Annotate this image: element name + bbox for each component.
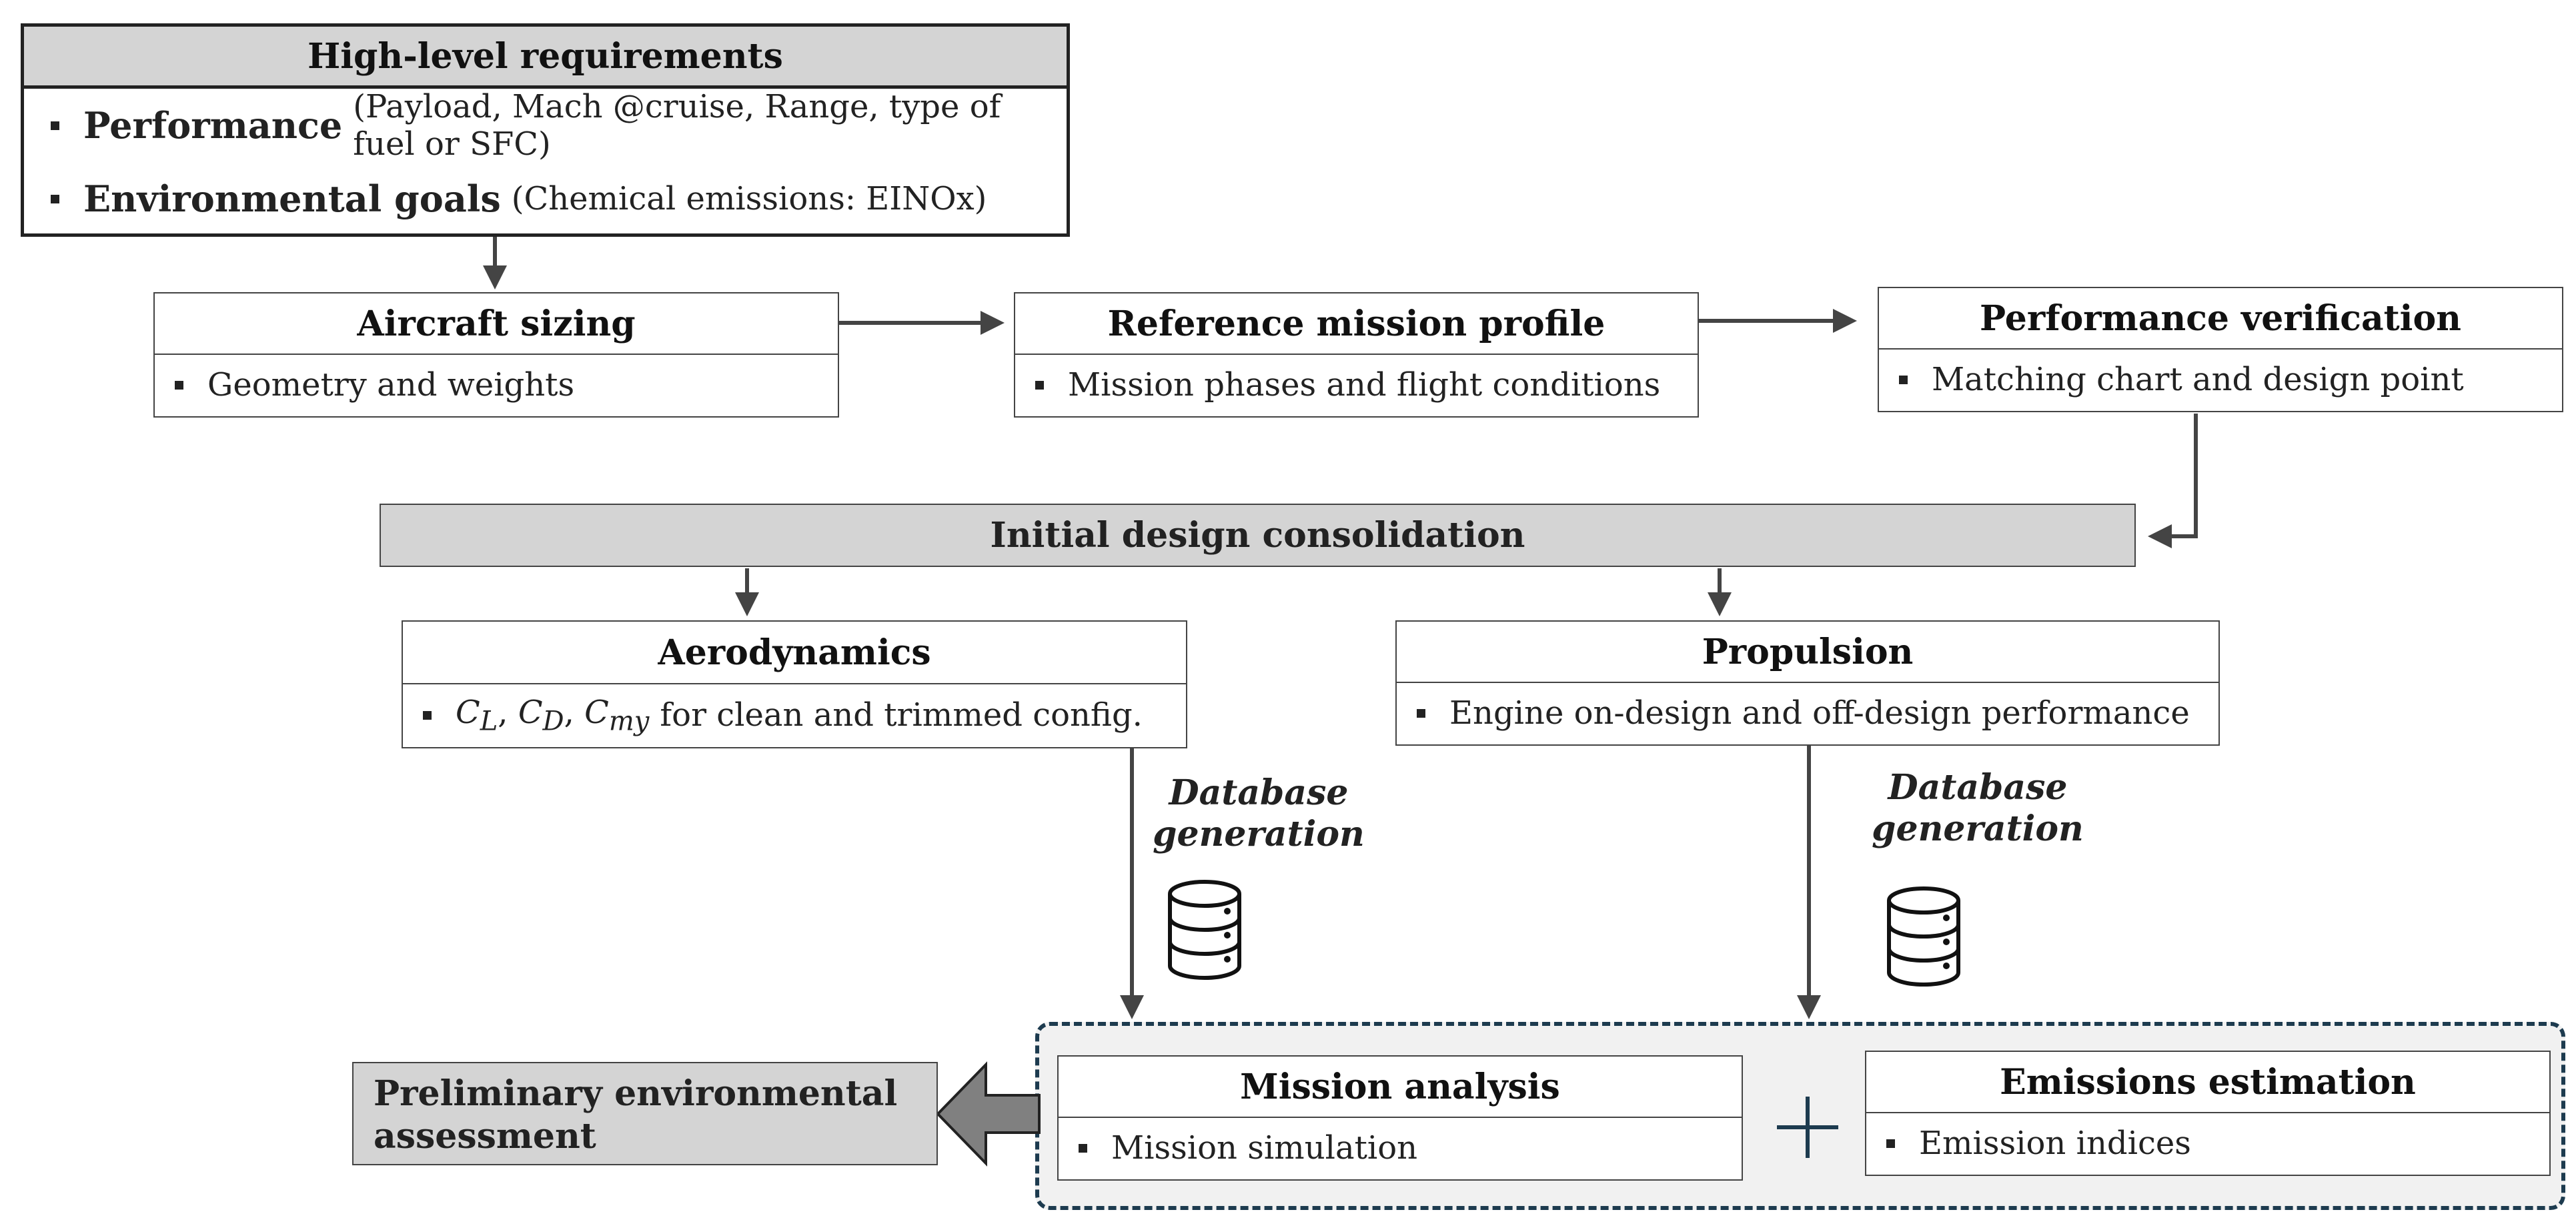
propulsion-item: Engine on-design and off-design performa…: [1397, 683, 2218, 743]
database-generation-label-right: Database generation: [1872, 767, 2084, 849]
cmy-symbol: C: [584, 693, 609, 731]
database-generation-label-left: Database generation: [1153, 772, 1365, 854]
performance-verification-item-text: Matching chart and design point: [1932, 361, 2464, 398]
bullet-icon: [1079, 1143, 1087, 1153]
bullet-icon: [1886, 1139, 1895, 1148]
bullet-icon: [1899, 375, 1908, 384]
emissions-estimation-item: Emission indices: [1866, 1113, 2549, 1173]
cl-subscript: L: [480, 706, 498, 737]
performance-label: Performance: [83, 104, 343, 147]
aerodynamics-box: Aerodynamics CL, CD, Cmy for clean and t…: [402, 620, 1187, 748]
reference-mission-item: Mission phases and flight conditions: [1015, 355, 1698, 415]
performance-verification-box: Performance verification Matching chart …: [1878, 287, 2563, 412]
cd-subscript: D: [542, 706, 564, 737]
emissions-estimation-title: Emissions estimation: [1866, 1052, 2549, 1113]
aerodynamics-item-text: for clean and trimmed config.: [660, 696, 1143, 734]
initial-design-consolidation-band: Initial design consolidation: [380, 504, 2136, 567]
aero-coefficients: CL, CD, Cmy: [456, 693, 650, 737]
bullet-icon: [1417, 708, 1425, 718]
preliminary-environmental-assessment-box: Preliminary environmental assessment: [352, 1062, 938, 1165]
bullet-icon: [51, 121, 59, 130]
aerodynamics-title: Aerodynamics: [403, 622, 1186, 684]
database-icon: [1887, 886, 1960, 987]
cd-symbol: C: [518, 693, 543, 731]
mission-analysis-item: Mission simulation: [1059, 1118, 1742, 1178]
reference-mission-box: Reference mission profile Mission phases…: [1014, 292, 1699, 418]
aircraft-sizing-box: Aircraft sizing Geometry and weights: [153, 292, 839, 418]
environmental-label: Environmental goals: [83, 177, 501, 220]
bullet-icon: [423, 710, 432, 720]
reference-mission-item-text: Mission phases and flight conditions: [1068, 366, 1661, 404]
block-arrow-left-icon: [936, 1061, 1041, 1167]
cl-symbol: C: [456, 693, 480, 731]
performance-verification-title: Performance verification: [1879, 288, 2562, 350]
bullet-icon: [51, 194, 59, 203]
mission-analysis-box: Mission analysis Mission simulation: [1057, 1055, 1743, 1181]
performance-verification-item: Matching chart and design point: [1879, 350, 2562, 410]
aircraft-sizing-item-text: Geometry and weights: [207, 366, 575, 404]
propulsion-box: Propulsion Engine on-design and off-desi…: [1395, 620, 2220, 746]
plus-icon: [1777, 1097, 1838, 1158]
environmental-detail: (Chemical emissions: EINOx): [511, 180, 987, 217]
propulsion-title: Propulsion: [1397, 622, 2218, 683]
aircraft-sizing-item: Geometry and weights: [155, 355, 838, 415]
arrow-verification-to-consolidation: [2148, 414, 2198, 548]
aerodynamics-item: CL, CD, Cmy for clean and trimmed config…: [403, 684, 1186, 746]
mission-analysis-title: Mission analysis: [1059, 1057, 1742, 1118]
bullet-icon: [1035, 380, 1044, 390]
emissions-estimation-box: Emissions estimation Emission indices: [1865, 1051, 2551, 1176]
preliminary-line1: Preliminary environmental: [374, 1073, 898, 1114]
preliminary-line2: assessment: [374, 1116, 596, 1157]
high-level-requirements-title: High-level requirements: [24, 27, 1067, 89]
performance-item: Performance (Payload, Mach @cruise, Rang…: [24, 88, 1067, 163]
performance-detail: (Payload, Mach @cruise, Range, type of f…: [353, 88, 1001, 163]
emissions-estimation-item-text: Emission indices: [1919, 1125, 2191, 1162]
reference-mission-title: Reference mission profile: [1015, 293, 1698, 355]
cmy-subscript: my: [608, 706, 650, 737]
mission-analysis-item-text: Mission simulation: [1111, 1129, 1418, 1167]
propulsion-item-text: Engine on-design and off-design performa…: [1449, 694, 2190, 732]
bullet-icon: [175, 380, 183, 390]
high-level-requirements-box: High-level requirements Performance (Pay…: [21, 23, 1070, 237]
database-icon: [1168, 880, 1241, 980]
environmental-item: Environmental goals (Chemical emissions:…: [24, 162, 1067, 235]
aircraft-sizing-title: Aircraft sizing: [155, 293, 838, 355]
